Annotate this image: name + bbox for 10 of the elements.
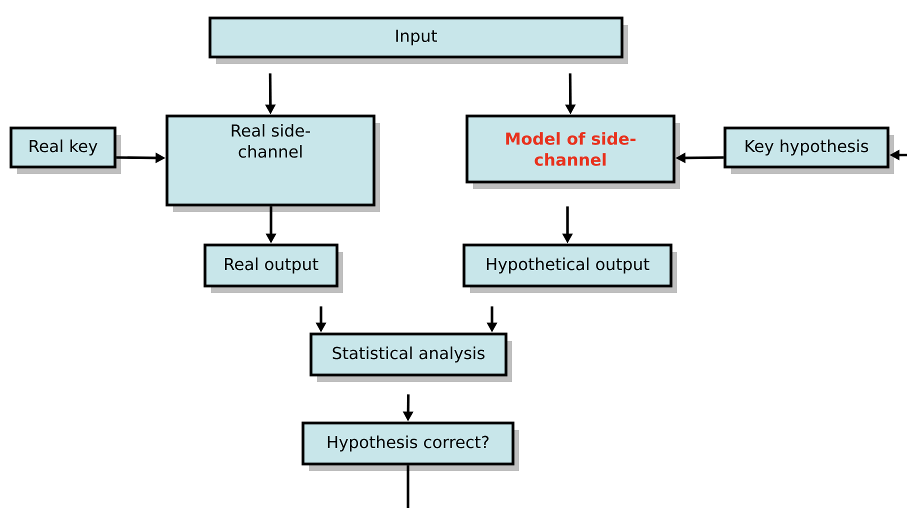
process-box: Real key — [10, 126, 121, 174]
process-box: Model of side-channel — [466, 114, 680, 189]
process-box: Key hypothesis — [724, 126, 894, 174]
process-box: Statistical analysis — [310, 332, 512, 382]
process-box: Hypothesis correct? — [302, 422, 519, 471]
process-box: Input — [208, 16, 628, 64]
connector-line — [406, 465, 410, 508]
process-box: Real side-channel — [166, 114, 380, 212]
process-box: Hypothetical output — [462, 244, 677, 293]
process-box: Real output — [204, 244, 343, 293]
